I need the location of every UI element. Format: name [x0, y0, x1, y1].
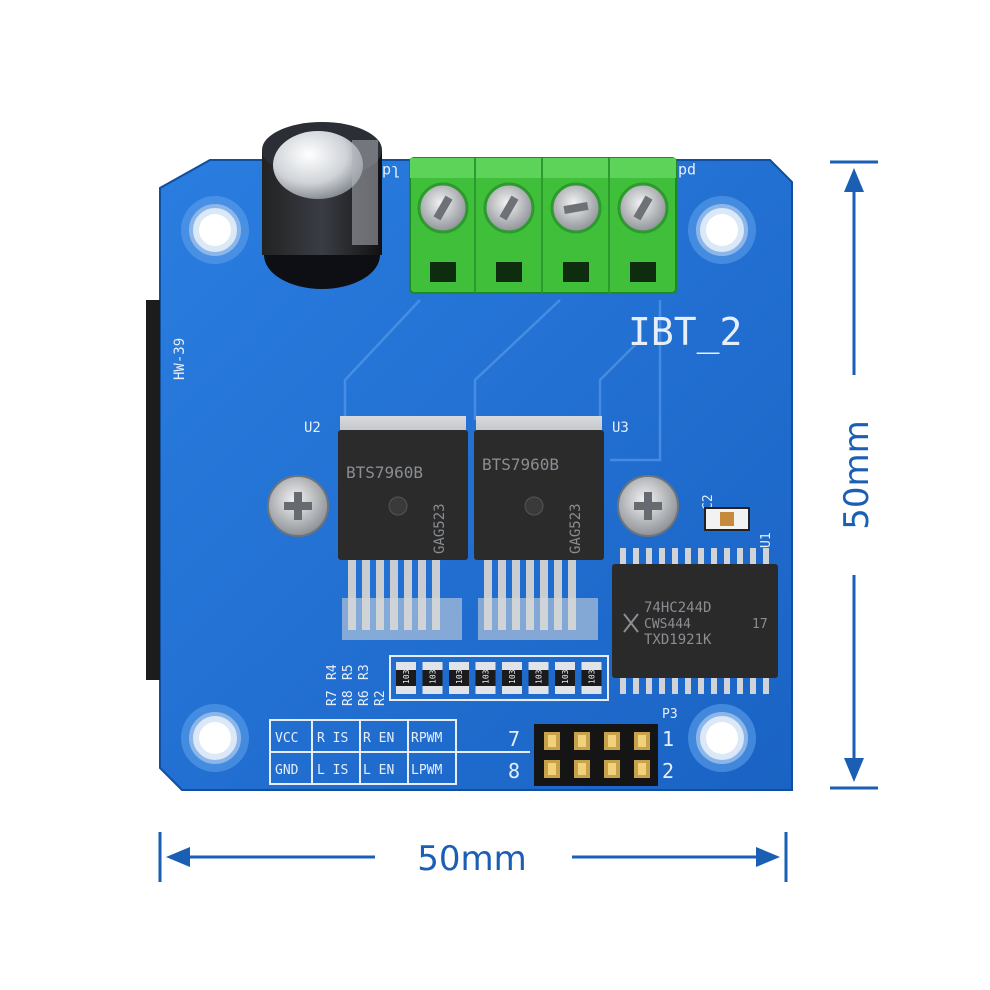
driver-chip-left-part: BTS7960B [346, 463, 423, 482]
dimension-vertical [830, 160, 878, 790]
logic-chip-line1: 74HC244D [644, 600, 711, 616]
header-pin-tip [638, 735, 646, 747]
resistor-code: 103 [455, 669, 464, 684]
terminal-screw-4 [617, 182, 669, 234]
resistor-label-r4: R4 [325, 664, 340, 680]
pin-label-r-is: R IS [317, 731, 348, 746]
resistor-code: 103 [402, 669, 411, 684]
driver-chip-left-code: GAG523 [432, 503, 448, 554]
pin-table [269, 719, 530, 785]
pin-label-r-en: R EN [363, 731, 394, 746]
solder-pad-left [342, 598, 462, 640]
terminal-slot-1 [430, 262, 456, 282]
pin-number-7: 7 [508, 727, 520, 751]
logic-chip-pins-bottom [620, 676, 769, 694]
mounting-hole-bottom-right [688, 704, 756, 772]
resistor-7: 103 [555, 662, 575, 694]
logic-chip-line2: CWS444 [644, 617, 691, 632]
terminal-slot-2 [496, 262, 522, 282]
mounting-hole-bottom-left [181, 704, 249, 772]
board-title: IBT_2 [628, 310, 742, 355]
label-c2: C2 [701, 494, 716, 510]
resistor-label-r2: R2 [373, 690, 388, 706]
header-pin-tip [548, 735, 556, 747]
header-pin-tip [608, 735, 616, 747]
resistor-code: 103 [561, 669, 570, 684]
resistor-code: 103 [535, 669, 544, 684]
resistor-label-r7: R7 [325, 690, 340, 706]
pin-number-8: 8 [508, 759, 520, 783]
dimension-horizontal [158, 832, 788, 882]
resistor-label-r5: R5 [341, 664, 356, 680]
pin-number-2: 2 [662, 759, 674, 783]
driver-chip-right-code: GAG523 [568, 503, 584, 554]
resistor-1: 103 [396, 662, 416, 694]
resistor-6: 103 [528, 662, 549, 694]
logic-chip-line3: TXD1921K [644, 632, 712, 648]
driver-chip-right-legs [484, 560, 576, 630]
logic-chip-line4: 17 [752, 617, 768, 632]
resistor-5: 103 [502, 662, 522, 694]
resistor-2: 103 [422, 662, 443, 694]
pin-number-1: 1 [662, 727, 674, 751]
pin-label-lpwm: LPWM [411, 763, 442, 778]
terminal-screw-2 [483, 182, 535, 234]
label-u1: U1 [759, 532, 774, 548]
header-pin-tip [578, 735, 586, 747]
resistor-array: 103 103 103 103 103 103 103 103 [396, 662, 602, 694]
dimension-horizontal-label: 50mm [417, 839, 527, 879]
pin-label-l-en: L EN [363, 763, 394, 778]
solder-pad-right [478, 598, 598, 640]
terminal-screw-3 [550, 182, 602, 234]
pin-label-l-is: L IS [317, 763, 348, 778]
resistor-code: 103 [508, 669, 517, 684]
driver-chip-left [338, 416, 468, 560]
pin-label-rpwm: RPWM [411, 731, 442, 746]
dimension-vertical-label: 50mm [837, 420, 877, 530]
pin-header [534, 724, 658, 786]
resistor-code: 103 [429, 669, 438, 684]
mounting-hole-top-left [181, 196, 249, 264]
terminal-screw-1 [417, 182, 469, 234]
header-pin-tip [578, 763, 586, 775]
board-model: HW-39 [172, 338, 188, 380]
driver-chip-right-part: BTS7960B [482, 455, 559, 474]
mounting-hole-top-right [688, 196, 756, 264]
pin-label-vcc: VCC [275, 731, 298, 746]
resistor-code: 103 [588, 669, 597, 684]
resistor-3: 103 [449, 662, 469, 694]
resistor-label-r8: R8 [341, 690, 356, 706]
label-u3: U3 [612, 420, 629, 436]
resistor-8: 103 [581, 662, 602, 694]
pcb-traces [343, 299, 662, 702]
nxp-logo-icon [623, 613, 639, 633]
logic-chip [612, 564, 778, 678]
resistor-label-r6: R6 [357, 690, 372, 706]
header-pin-tip [638, 763, 646, 775]
pin-label-gnd: GND [275, 763, 299, 778]
resistor-label-r3: R3 [357, 664, 372, 680]
header-pin-tip [548, 763, 556, 775]
resistor-code: 103 [482, 669, 491, 684]
heatsink-screw-right [617, 475, 679, 537]
electrolytic-capacitor [262, 122, 382, 289]
terminal-slot-3 [563, 262, 589, 282]
heatsink-screw-left [267, 475, 329, 537]
label-p3: P3 [662, 707, 678, 722]
logic-chip-pins-top [620, 548, 769, 566]
resistor-array-outline [389, 655, 609, 701]
board-edge-shadow [146, 300, 160, 680]
screw-terminal-block [409, 157, 677, 294]
terminal-label-left: ld [382, 162, 400, 180]
label-u2: U2 [304, 420, 321, 436]
driver-chip-left-legs [348, 560, 440, 630]
resistor-4: 103 [475, 662, 496, 694]
header-pin-tip [608, 763, 616, 775]
terminal-slot-4 [630, 262, 656, 282]
driver-chip-right [474, 416, 604, 560]
smd-capacitor-c2 [704, 507, 750, 531]
terminal-label-right: pd [678, 162, 696, 180]
